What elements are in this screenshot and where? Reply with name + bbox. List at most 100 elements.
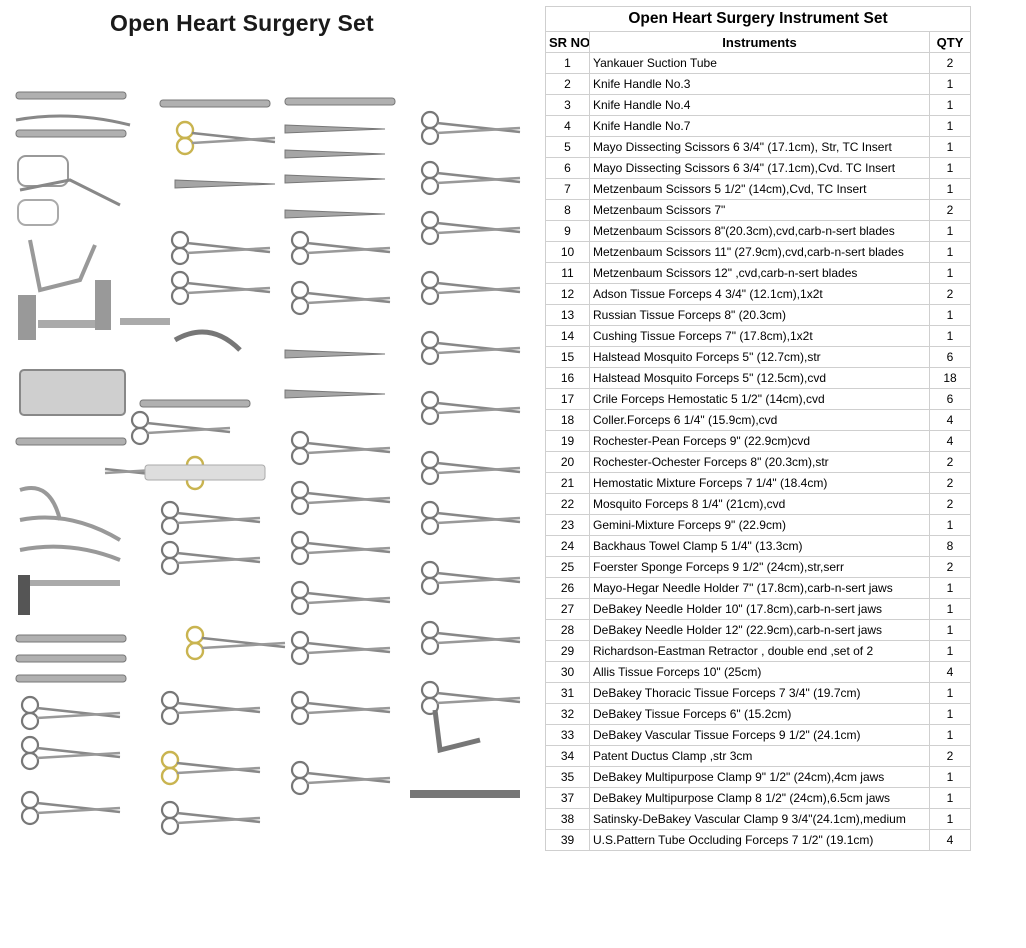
qty-cell: 1 bbox=[928, 640, 972, 662]
sr-no-cell: 10 bbox=[545, 241, 590, 263]
qty-cell: 2 bbox=[928, 556, 972, 578]
qty-cell: 8 bbox=[928, 535, 972, 557]
instrument-table: Open Heart Surgery Instrument Set SR NO … bbox=[544, 6, 972, 851]
sr-no-cell: 26 bbox=[545, 577, 590, 599]
qty-cell: 1 bbox=[928, 241, 972, 263]
instrument-illustration bbox=[15, 91, 522, 836]
sr-no-cell: 28 bbox=[545, 619, 590, 641]
instrument-name-cell: Yankauer Suction Tube bbox=[589, 52, 930, 74]
sr-no-cell: 17 bbox=[545, 388, 590, 410]
instrument-name-cell: Hemostatic Mixture Forceps 7 1/4" (18.4c… bbox=[589, 472, 930, 494]
sr-no-cell: 16 bbox=[545, 367, 590, 389]
qty-cell: 2 bbox=[928, 493, 972, 515]
qty-cell: 1 bbox=[928, 703, 972, 725]
qty-cell: 1 bbox=[928, 157, 972, 179]
sr-no-cell: 23 bbox=[545, 514, 590, 536]
instrument-name-cell: Mayo-Hegar Needle Holder 7" (17.8cm),car… bbox=[589, 577, 930, 599]
instrument-name-cell: Mayo Dissecting Scissors 6 3/4" (17.1cm)… bbox=[589, 136, 930, 158]
sr-no-cell: 12 bbox=[545, 283, 590, 305]
sr-no-cell: 22 bbox=[545, 493, 590, 515]
instrument-name-cell: Knife Handle No.4 bbox=[589, 94, 930, 116]
instrument-name-cell: Metzenbaum Scissors 12" ,cvd,carb-n-sert… bbox=[589, 262, 930, 284]
sr-no-cell: 4 bbox=[545, 115, 590, 137]
instrument-name-cell: DeBakey Thoracic Tissue Forceps 7 3/4" (… bbox=[589, 682, 930, 704]
qty-cell: 4 bbox=[928, 430, 972, 452]
instrument-name-cell: Russian Tissue Forceps 8" (20.3cm) bbox=[589, 304, 930, 326]
qty-cell: 1 bbox=[928, 577, 972, 599]
qty-cell: 2 bbox=[928, 52, 972, 74]
qty-cell: 1 bbox=[928, 682, 972, 704]
qty-cell: 1 bbox=[928, 94, 972, 116]
instrument-name-cell: Metzenbaum Scissors 5 1/2" (14cm),Cvd, T… bbox=[589, 178, 930, 200]
instrument-name-cell: DeBakey Tissue Forceps 6" (15.2cm) bbox=[589, 703, 930, 725]
instrument-name-cell: Rochester-Pean Forceps 9" (22.9cm)cvd bbox=[589, 430, 930, 452]
qty-cell: 1 bbox=[928, 808, 972, 830]
sr-no-cell: 6 bbox=[545, 157, 590, 179]
sr-no-cell: 14 bbox=[545, 325, 590, 347]
sr-no-cell: 3 bbox=[545, 94, 590, 116]
sr-no-cell: 1 bbox=[545, 52, 590, 74]
sr-no-cell: 35 bbox=[545, 766, 590, 788]
sr-no-cell: 13 bbox=[545, 304, 590, 326]
sr-no-cell: 2 bbox=[545, 73, 590, 95]
qty-cell: 2 bbox=[928, 745, 972, 767]
sr-no-cell: 9 bbox=[545, 220, 590, 242]
instrument-name-cell: Richardson-Eastman Retractor , double en… bbox=[589, 640, 930, 662]
instrument-name-cell: Mayo Dissecting Scissors 6 3/4" (17.1cm)… bbox=[589, 157, 930, 179]
instrument-column-1 bbox=[15, 91, 205, 826]
instrument-name-cell: Metzenbaum Scissors 7" bbox=[589, 199, 930, 221]
qty-cell: 1 bbox=[928, 325, 972, 347]
qty-cell: 2 bbox=[928, 283, 972, 305]
instrument-name-cell: Backhaus Towel Clamp 5 1/4" (13.3cm) bbox=[589, 535, 930, 557]
instrument-name-cell: DeBakey Vascular Tissue Forceps 9 1/2" (… bbox=[589, 724, 930, 746]
instrument-name-cell: U.S.Pattern Tube Occluding Forceps 7 1/2… bbox=[589, 829, 930, 851]
qty-cell: 6 bbox=[928, 346, 972, 368]
instrument-column-4 bbox=[410, 110, 522, 798]
instrument-name-cell: Knife Handle No.3 bbox=[589, 73, 930, 95]
sr-no-cell: 7 bbox=[545, 178, 590, 200]
qty-cell: 1 bbox=[928, 304, 972, 326]
qty-cell: 1 bbox=[928, 514, 972, 536]
qty-cell: 4 bbox=[928, 829, 972, 851]
instrument-name-cell: DeBakey Multipurpose Clamp 8 1/2" (24cm)… bbox=[589, 787, 930, 809]
sr-no-cell: 30 bbox=[545, 661, 590, 683]
qty-cell: 2 bbox=[928, 472, 972, 494]
sr-no-cell: 8 bbox=[545, 199, 590, 221]
instrument-name-cell: DeBakey Needle Holder 12" (22.9cm),carb-… bbox=[589, 619, 930, 641]
instrument-name-cell: Rochester-Ochester Forceps 8" (20.3cm),s… bbox=[589, 451, 930, 473]
instrument-name-cell: Metzenbaum Scissors 8"(20.3cm),cvd,carb-… bbox=[589, 220, 930, 242]
sr-no-cell: 32 bbox=[545, 703, 590, 725]
sr-no-cell: 37 bbox=[545, 787, 590, 809]
instrument-name-cell: Knife Handle No.7 bbox=[589, 115, 930, 137]
instrument-name-cell: Allis Tissue Forceps 10" (25cm) bbox=[589, 661, 930, 683]
sr-no-cell: 29 bbox=[545, 640, 590, 662]
sr-no-cell: 19 bbox=[545, 430, 590, 452]
sr-no-cell: 15 bbox=[545, 346, 590, 368]
qty-cell: 4 bbox=[928, 409, 972, 431]
sr-no-cell: 20 bbox=[545, 451, 590, 473]
sr-no-cell: 27 bbox=[545, 598, 590, 620]
sr-no-cell: 5 bbox=[545, 136, 590, 158]
instrument-name-cell: DeBakey Needle Holder 10" (17.8cm),carb-… bbox=[589, 598, 930, 620]
